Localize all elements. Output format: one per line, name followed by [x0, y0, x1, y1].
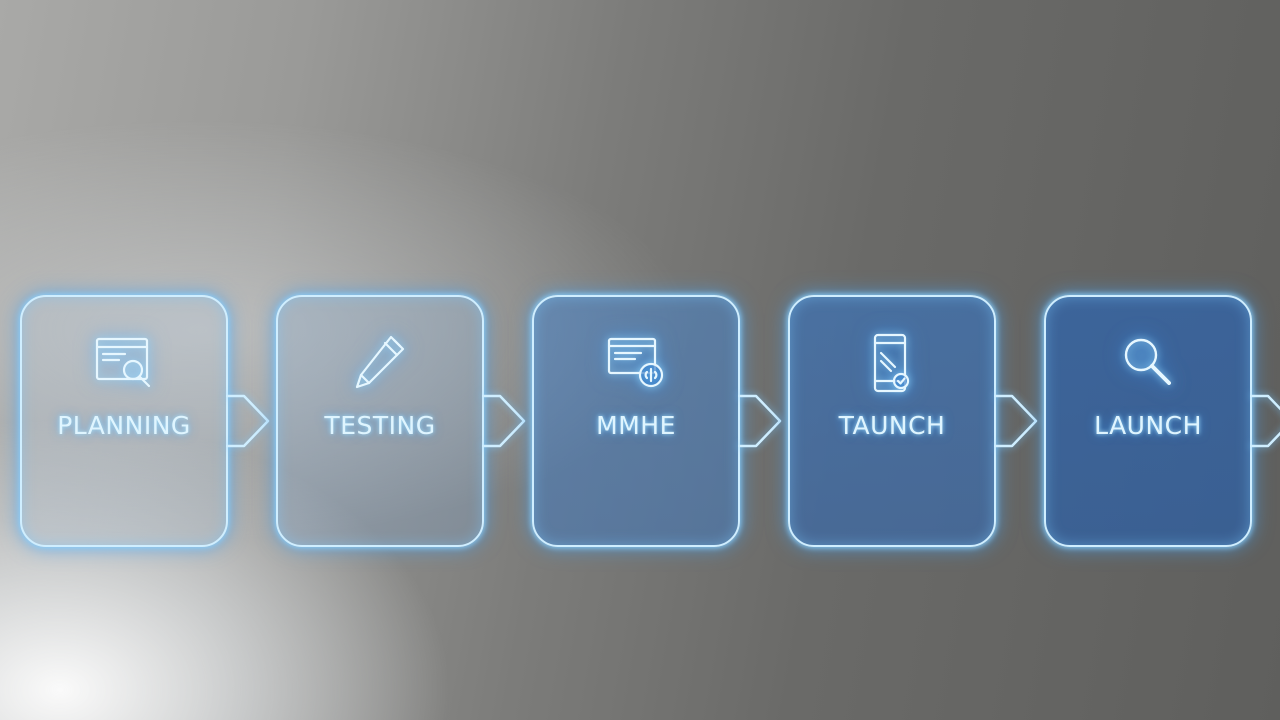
- step-label-planning: PLANNING: [57, 411, 191, 440]
- window-search-icon: [95, 337, 151, 388]
- connector-arrow-icon: [226, 394, 270, 448]
- step-label-launch: LAUNCH: [1094, 411, 1202, 440]
- connector-arrow-icon: [738, 394, 782, 448]
- step-label-mmhe: MMHE: [596, 411, 676, 440]
- step-planning: PLANNING: [20, 295, 270, 547]
- step-launch: LAUNCH: [1044, 295, 1280, 547]
- step-mmhe: MMHE: [532, 295, 782, 547]
- connector-arrow-icon: [1250, 394, 1280, 448]
- magnifier-icon: [1124, 338, 1171, 385]
- connector-arrow-icon: [482, 394, 526, 448]
- step-label-testing: TESTING: [324, 411, 436, 440]
- step-taunch: TAUNCH: [788, 295, 1038, 547]
- step-testing: TESTING: [276, 295, 526, 547]
- step-label-taunch: TAUNCH: [838, 411, 946, 440]
- connector-arrow-icon: [994, 394, 1038, 448]
- monitor-settings-icon: [607, 337, 664, 388]
- mobile-device-icon: [873, 333, 910, 393]
- pencil-icon: [355, 335, 405, 389]
